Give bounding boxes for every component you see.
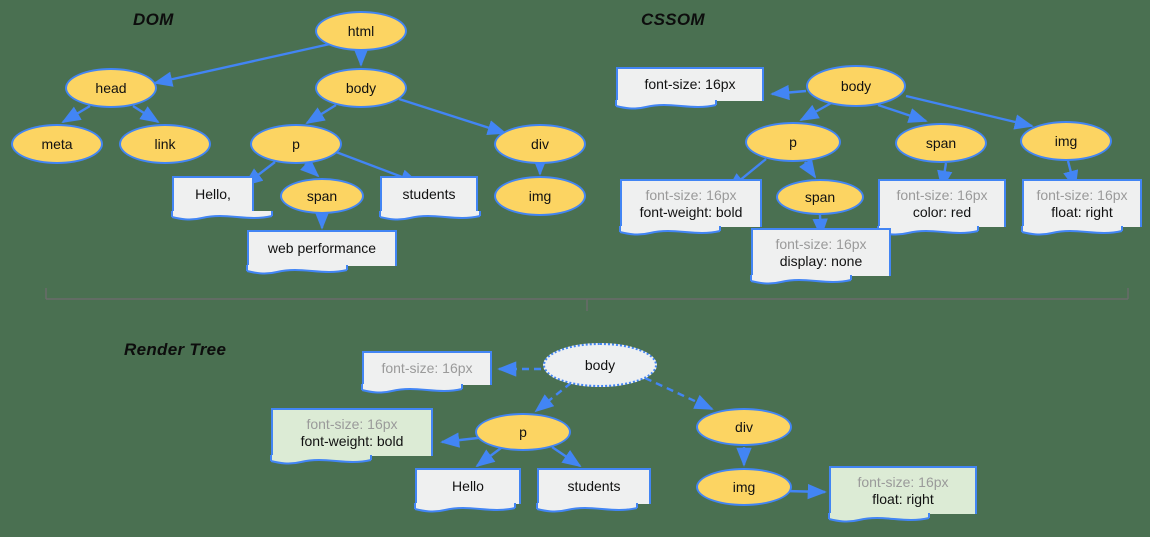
box-line: font-size: 16px <box>644 76 736 93</box>
dom-box-webperf[interactable]: web performance <box>247 230 397 266</box>
render-tree-node-p[interactable]: p <box>475 413 571 451</box>
cssom-node-img[interactable]: img <box>1020 121 1112 161</box>
dom-node-body[interactable]: body <box>315 68 407 108</box>
box-line: font-size: 16px <box>306 415 398 432</box>
box-line: font-size: 16px <box>381 360 473 377</box>
node-label: span <box>804 189 836 205</box>
box-line: font-size: 16px <box>896 186 988 203</box>
box-line: font-size: 16px <box>857 473 949 490</box>
cssom-node-body[interactable]: body <box>806 65 906 107</box>
node-label: p <box>789 134 797 150</box>
node-label: p <box>292 136 300 152</box>
node-label: img <box>528 188 552 204</box>
render-tree-box-hello[interactable]: Hello <box>415 468 521 504</box>
box-line: float: right <box>1051 204 1113 220</box>
box-line: font-size: 16px <box>775 235 867 252</box>
node-label: img <box>732 479 756 495</box>
box-line: font-size: 16px <box>1036 186 1128 203</box>
render-tree-node-img[interactable]: img <box>696 468 792 506</box>
dom-node-span[interactable]: span <box>280 178 364 214</box>
node-label: body <box>584 357 616 373</box>
node-label: div <box>735 419 753 435</box>
node-label: span <box>306 188 338 204</box>
node-label: html <box>347 23 375 39</box>
box-line: students <box>567 478 621 495</box>
dom-node-p[interactable]: p <box>250 124 342 164</box>
node-label: span <box>925 135 957 151</box>
cssom-node-span2[interactable]: span <box>776 179 864 215</box>
section-divider <box>45 288 1129 311</box>
dom-node-div[interactable]: div <box>494 124 586 164</box>
box-line: students <box>402 186 456 203</box>
box-line: font-size: 16px <box>645 186 737 203</box>
cssom-box-body-rules[interactable]: font-size: 16px <box>616 67 764 101</box>
render-tree-section-title: Render Tree <box>124 340 227 359</box>
box-line: Hello <box>452 478 484 495</box>
box-line: Hello, <box>195 186 231 203</box>
dom-node-html[interactable]: html <box>315 11 407 51</box>
box-line: font-weight: bold <box>639 204 743 220</box>
dom-box-students[interactable]: students <box>380 176 478 212</box>
node-label: body <box>345 80 377 96</box>
render-tree-box-body-rules[interactable]: font-size: 16px <box>362 351 492 385</box>
box-line: display: none <box>779 253 863 269</box>
node-label: meta <box>41 136 73 152</box>
box-line: font-weight: bold <box>300 433 404 449</box>
node-label: body <box>840 78 872 94</box>
box-line: float: right <box>872 491 934 507</box>
dom-section-title: DOM <box>133 10 174 29</box>
node-label: div <box>531 136 549 152</box>
box-line: color: red <box>912 204 972 220</box>
node-label: p <box>519 424 527 440</box>
dom-node-head[interactable]: head <box>65 68 157 108</box>
dom-node-link[interactable]: link <box>119 124 211 164</box>
dom-box-hello[interactable]: Hello, <box>172 176 254 212</box>
node-label: head <box>95 80 127 96</box>
dom-node-meta[interactable]: meta <box>11 124 103 164</box>
render-tree-node-div[interactable]: div <box>696 408 792 446</box>
box-line: web performance <box>267 240 377 257</box>
cssom-section-title: CSSOM <box>641 10 705 29</box>
render-tree-box-students[interactable]: students <box>537 468 651 504</box>
cssom-node-span[interactable]: span <box>895 123 987 163</box>
render-tree-node-body[interactable]: body <box>543 343 657 387</box>
cssom-node-p[interactable]: p <box>745 122 841 162</box>
dom-node-img[interactable]: img <box>494 176 586 216</box>
node-label: link <box>154 136 176 152</box>
node-label: img <box>1054 133 1078 149</box>
